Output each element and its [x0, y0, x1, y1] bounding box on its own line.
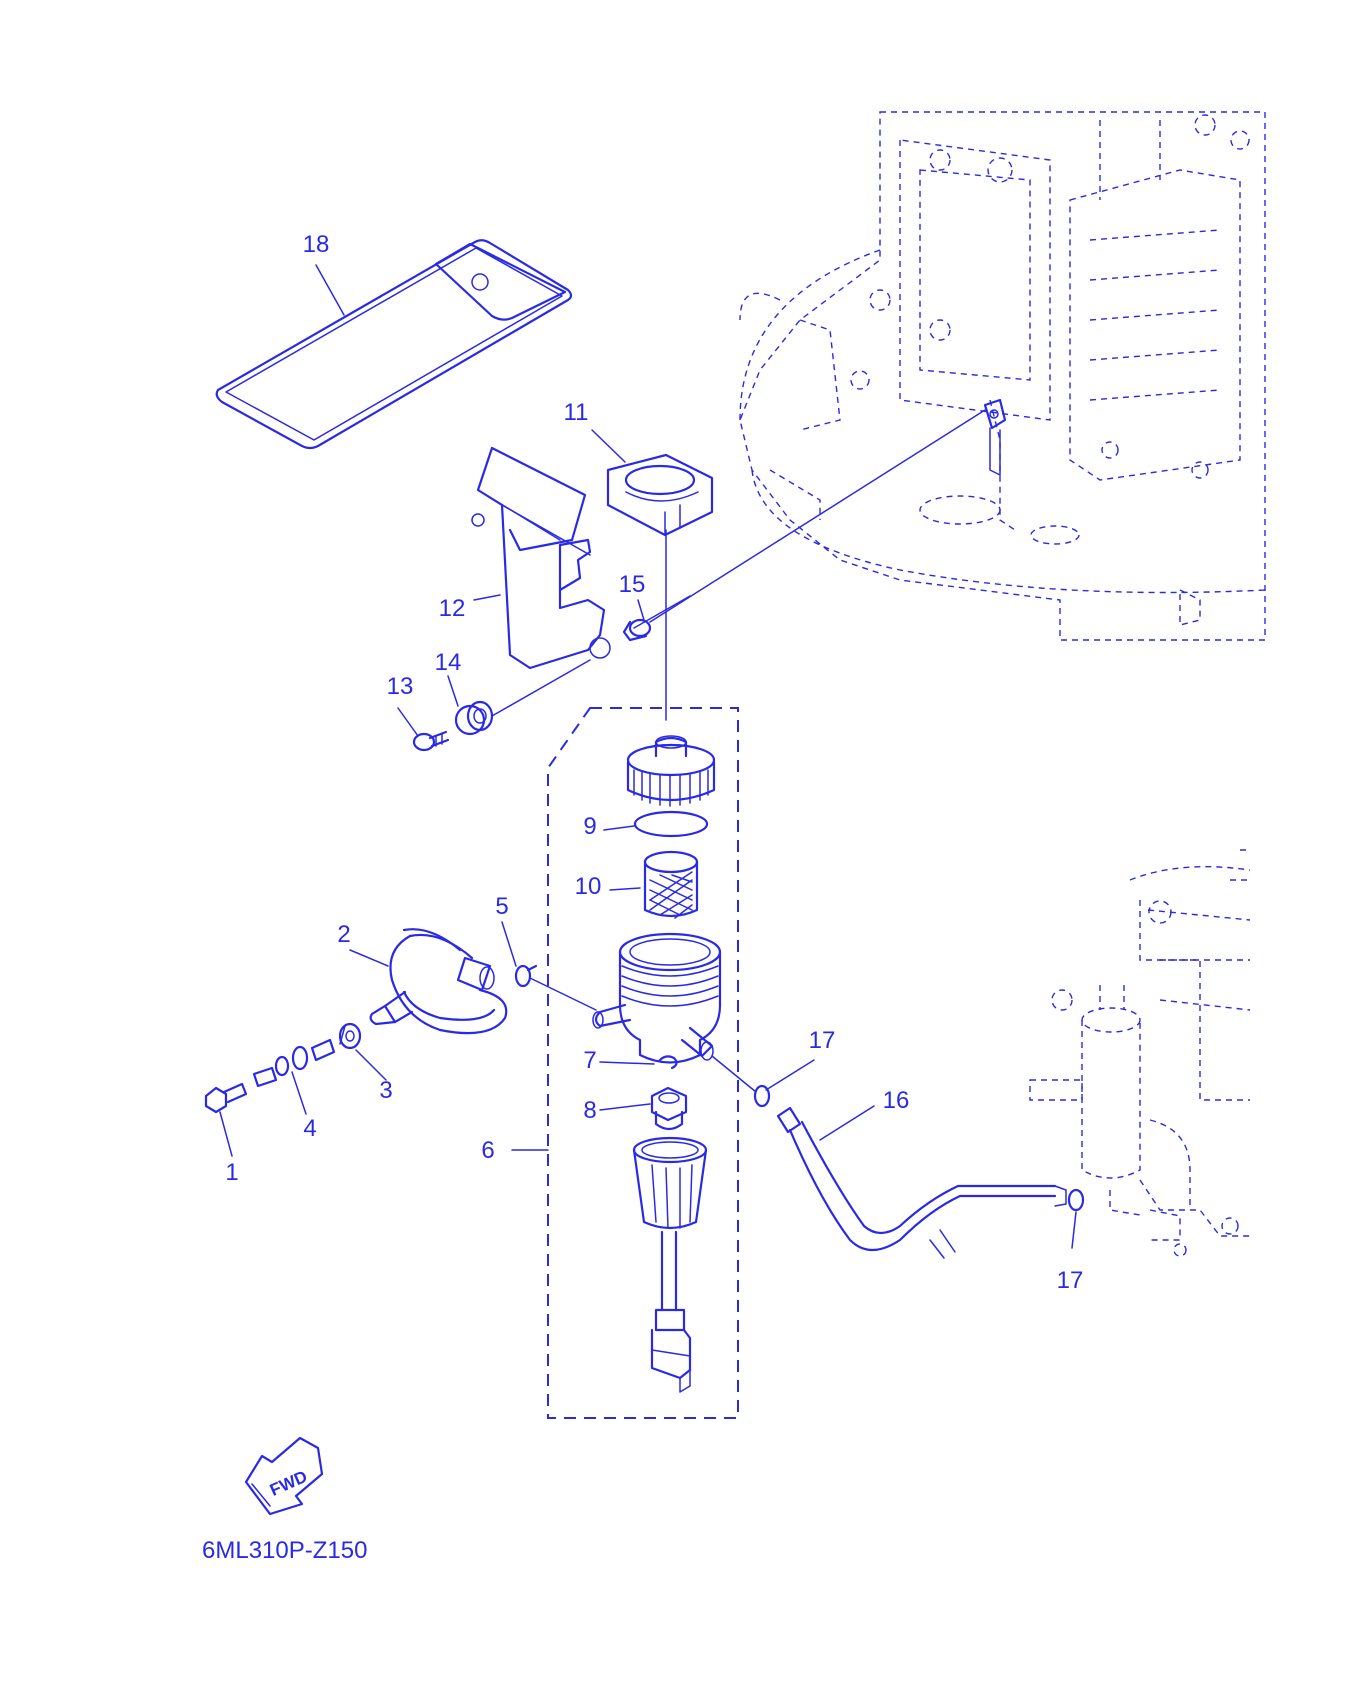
part-1-bolt	[204, 1082, 248, 1114]
part-9-o-ring	[633, 810, 709, 838]
filter-bowl	[592, 932, 722, 1064]
part-14-grommet	[454, 659, 591, 736]
label-part-16: 16	[883, 1087, 910, 1114]
label-part-9: 9	[583, 813, 596, 840]
part-labels: 1 2 3 4 5 6 7 8 9 10 11 12 13 14 15 16 1…	[225, 231, 1083, 1294]
water-sensor	[632, 1136, 708, 1393]
part-10-filter-element	[643, 850, 699, 919]
part-7-clip	[658, 1055, 678, 1070]
leader-bracket-engine	[649, 409, 986, 623]
label-part-3: 3	[379, 1077, 392, 1104]
label-part-18: 18	[303, 231, 330, 258]
filter-cap	[626, 735, 716, 807]
part-11-clamp	[606, 453, 714, 537]
engine-block-outline	[739, 111, 1266, 641]
label-part-17-upper: 17	[809, 1027, 836, 1054]
label-part-13: 13	[387, 673, 414, 700]
part-3-nut	[338, 1022, 362, 1050]
diagram-code: 6ML310P-Z150	[202, 1537, 367, 1564]
vapor-separator-outline	[1029, 849, 1251, 1257]
label-part-14: 14	[435, 649, 462, 676]
label-part-11: 11	[564, 399, 589, 426]
label-part-7: 7	[583, 1047, 596, 1074]
leader-clip-bowl	[529, 977, 597, 1011]
part-15-bolt	[622, 595, 691, 642]
part-16-hose	[776, 1106, 1067, 1259]
label-part-10: 10	[575, 873, 602, 900]
part-13-screw	[412, 730, 450, 752]
engine-mount-bracket	[983, 398, 1007, 476]
fwd-arrow-icon: FWD	[244, 1436, 324, 1516]
label-part-5: 5	[495, 893, 508, 920]
part-4-fitting	[252, 1038, 336, 1088]
part-5-hose-clip	[514, 964, 538, 988]
label-part-4: 4	[303, 1115, 316, 1142]
assembly-6-dashed-box	[547, 707, 739, 1419]
fwd-label: FWD	[267, 1467, 310, 1500]
part-17-clip-lower	[1067, 1188, 1085, 1212]
label-part-1: 1	[225, 1159, 238, 1186]
label-part-15: 15	[619, 571, 646, 598]
label-part-12: 12	[439, 595, 466, 622]
part-12-bracket	[471, 446, 611, 670]
part-2-hose	[369, 928, 508, 1035]
part-17-clip-upper	[711, 1055, 771, 1108]
label-leaders	[219, 264, 1077, 1249]
label-part-2: 2	[337, 921, 350, 948]
part-8-nut	[650, 1086, 688, 1131]
label-part-8: 8	[583, 1097, 596, 1124]
label-part-6: 6	[481, 1137, 494, 1164]
label-part-17-lower: 17	[1057, 1267, 1084, 1294]
part-18-tool-pouch	[215, 239, 573, 450]
